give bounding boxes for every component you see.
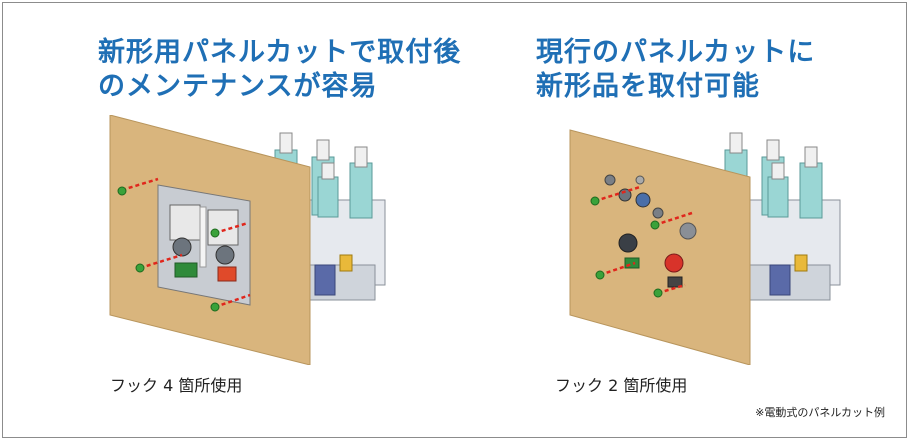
hook-marker-4 [210,293,251,312]
left-heading-line2: のメンテナンスが容易 [98,71,378,102]
footnote: ※電動式のパネルカット例 [755,406,885,419]
hook-marker-2 [210,221,249,238]
left-panel-illustration [109,115,386,365]
hook-marker-1 [117,177,159,196]
right-panel-illustration [569,129,841,365]
right-caption: フック 2 箇所使用 [555,376,688,395]
hook-marker-1 [590,185,641,206]
left-caption: フック 4 箇所使用 [110,376,243,395]
left-heading-line1: 新形用パネルカットで取付後 [98,37,462,68]
right-heading-line2: 新形品を取付可能 [536,71,760,102]
terminal-right-3 [799,146,823,219]
hook-marker-4 [653,283,686,298]
right-heading-line1: 現行のパネルカットに [536,37,816,68]
right-heading: 現行のパネルカットに 新形品を取付可能 [536,36,815,104]
hook-marker-3 [135,253,183,273]
hook-marker-3 [595,261,636,280]
terminal-left-4 [317,162,339,218]
terminal-left-3 [349,146,373,219]
terminal-right-4 [767,162,789,218]
left-heading: 新形用パネルカットで取付後 のメンテナンスが容易 [98,36,461,104]
hook-marker-2 [650,211,693,230]
mounting-panel [569,129,751,365]
